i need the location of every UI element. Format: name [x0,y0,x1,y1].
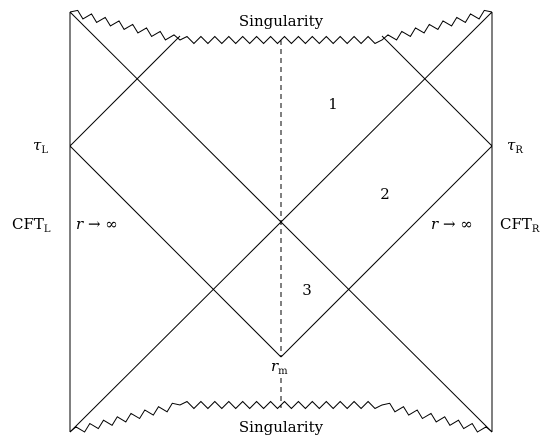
r-infinity-left-label: r → ∞ [76,215,118,233]
horizon-left-lower [69,145,282,358]
region-1-label: 1 [328,95,338,113]
region-2-label: 2 [380,185,390,203]
region-3-label: 3 [302,281,312,299]
r-m-label: rm [271,357,288,377]
tau-left-label: τL [33,136,48,156]
singularity-top-label: Singularity [239,12,324,30]
cft-right-label: CFTR [500,215,540,235]
cft-left-label: CFTL [12,215,51,235]
r-infinity-right-label: r → ∞ [431,215,473,233]
tau-right-label: τR [507,136,523,156]
singularity-bottom-label: Singularity [239,418,324,436]
horizon-right-lower [280,145,493,358]
horizon-right-upper [381,35,493,147]
horizon-left-upper [69,35,181,147]
